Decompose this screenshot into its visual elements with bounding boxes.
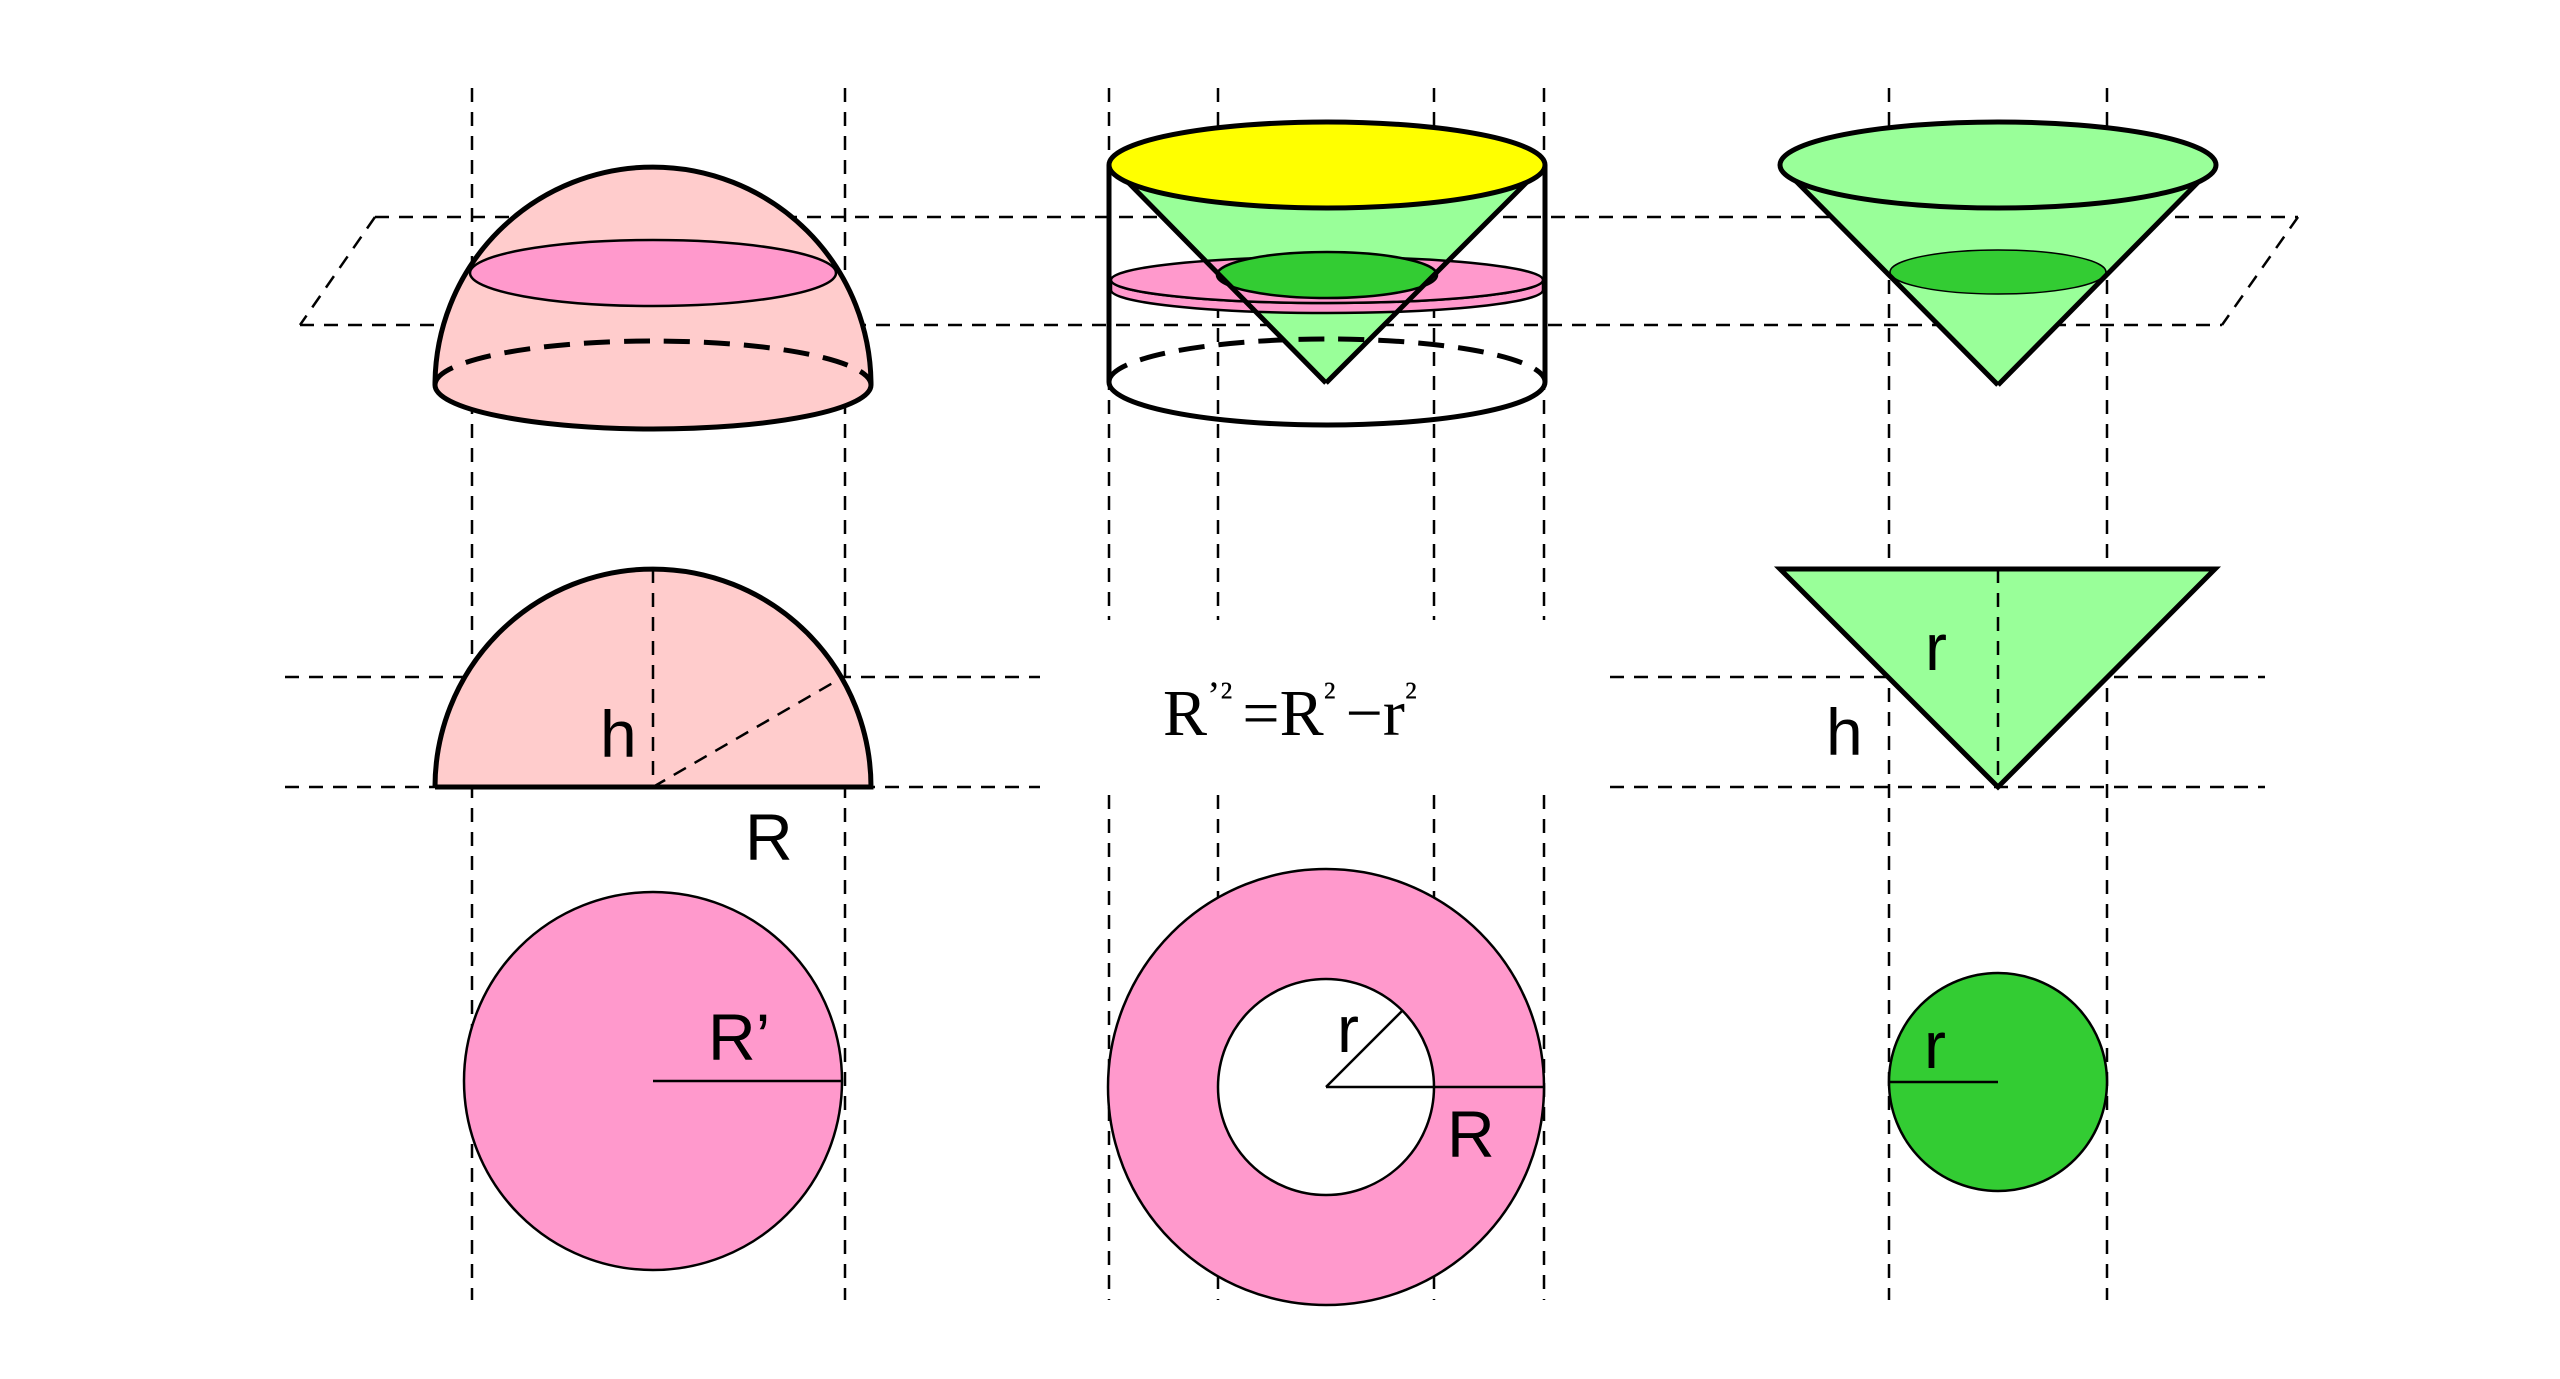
annulus-section: r R xyxy=(1106,867,1546,1307)
formula-text: R’²=R²−r² xyxy=(1163,673,1417,750)
radius-label: R xyxy=(745,800,793,874)
cone-solid xyxy=(1777,119,2219,387)
hemisphere-section-disc: R’ xyxy=(462,890,844,1272)
annulus-inner-radius-label: r xyxy=(1337,992,1359,1066)
cone-cross-section xyxy=(1889,249,2107,295)
cylinder-base-back xyxy=(1106,336,1548,383)
cone-slice-in-cylinder xyxy=(1215,250,1439,300)
hemisphere-cross-section xyxy=(468,238,838,308)
annulus-outer-radius-label: R xyxy=(1447,1097,1495,1171)
cone-disc-radius-label: r xyxy=(1924,1008,1946,1082)
height-label: h xyxy=(600,697,637,771)
hemisphere-base-back xyxy=(432,338,874,386)
cone-side-left xyxy=(1109,163,1328,385)
cone-profile: r h xyxy=(1773,566,2222,791)
cylinder-top-face xyxy=(1106,119,1548,211)
cylinder-base-front xyxy=(1106,381,1548,428)
cone-side-right xyxy=(1324,163,1546,385)
hemisphere-profile: h R xyxy=(432,566,874,874)
radius-line xyxy=(652,675,844,789)
area-formula: R’²=R²−r² xyxy=(1163,673,1417,750)
cone-side-left xyxy=(1778,163,2000,387)
cone-top-face xyxy=(1777,119,2219,211)
cone-section-disc: r xyxy=(1887,971,2109,1193)
hemisphere-dome-outline xyxy=(432,164,874,386)
plane-edge xyxy=(298,216,377,326)
cylinder-solid xyxy=(1106,119,1548,428)
cone-side-right xyxy=(1996,163,2217,387)
plane-edge xyxy=(2220,216,2300,326)
section-radius-label: R’ xyxy=(708,1000,770,1074)
hemisphere-solid xyxy=(432,164,874,432)
cone-height-label: h xyxy=(1826,695,1863,769)
semicircle-outline xyxy=(432,566,874,790)
cone-radius-label: r xyxy=(1925,610,1947,684)
hemisphere-base-front xyxy=(432,384,874,432)
annulus-inner-radius-line xyxy=(1325,1010,1403,1088)
